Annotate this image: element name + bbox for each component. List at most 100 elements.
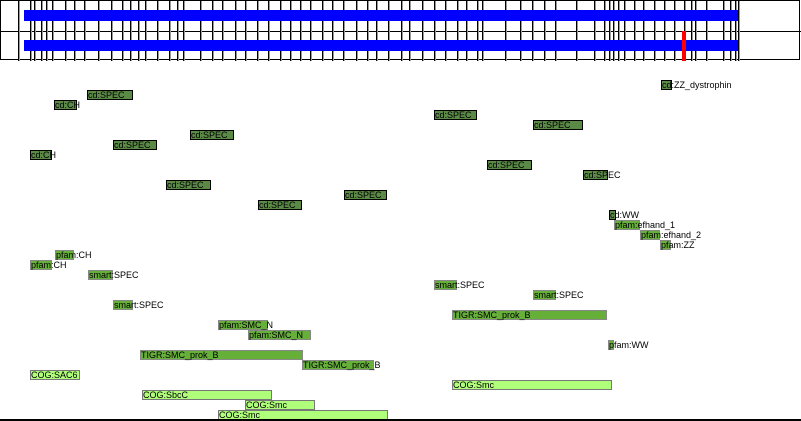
grid-line — [212, 1, 213, 61]
feature-label: COG:Smc — [453, 380, 495, 390]
domain-feature[interactable]: cd:SPEC — [190, 130, 234, 140]
feature-label: COG:Smc — [246, 400, 288, 410]
feature-label: cd:SPEC — [114, 140, 151, 150]
grid-line — [735, 1, 736, 61]
grid-line — [84, 1, 85, 61]
grid-line — [177, 1, 178, 61]
grid-line — [169, 1, 170, 61]
grid-line — [409, 1, 410, 61]
feature-label: pfam:efhand_2 — [641, 230, 702, 240]
feature-label: cd:SPEC — [488, 160, 525, 170]
feature-label: cd:SPEC — [584, 170, 621, 180]
grid-line — [654, 1, 655, 61]
domain-feature[interactable]: cd:SPEC — [344, 190, 387, 200]
grid-line — [290, 1, 291, 61]
domain-feature[interactable]: pfam:WW — [608, 340, 649, 350]
domain-feature[interactable]: smart:SPEC — [88, 270, 139, 280]
domain-feature[interactable]: pfam:SMC_N — [218, 320, 273, 330]
feature-label: COG:SbcC — [143, 390, 189, 400]
feature-label: pfam:CH — [56, 250, 92, 260]
domain-feature[interactable]: TIGR:SMC_prok_B — [302, 360, 381, 370]
domain-feature[interactable]: COG:Smc — [452, 380, 612, 390]
grid-line — [388, 1, 389, 61]
domain-feature[interactable]: pfam:CH — [55, 250, 92, 260]
domain-feature[interactable]: pfam:SMC_N — [248, 330, 311, 340]
grid-line — [268, 1, 269, 61]
grid-line — [280, 1, 281, 61]
domain-feature[interactable]: cd:CH — [54, 100, 81, 110]
domain-feature[interactable]: smart:SPEC — [113, 300, 164, 310]
domain-feature[interactable]: cd:WW — [609, 210, 639, 220]
grid-line — [65, 1, 66, 61]
domain-feature[interactable]: cd:SPEC — [113, 140, 157, 150]
grid-line — [401, 1, 402, 61]
protein-track-bar[interactable] — [24, 10, 738, 21]
feature-label: TIGR:SMC_prok_B — [453, 310, 531, 320]
domain-feature[interactable]: pfam:efhand_2 — [640, 230, 701, 240]
domain-feature[interactable]: COG:SAC6 — [30, 370, 80, 380]
grid-line — [695, 1, 696, 61]
grid-line — [332, 1, 333, 61]
domain-feature[interactable]: COG:SbcC — [142, 390, 272, 400]
grid-line — [730, 1, 731, 61]
mutation-track-bar[interactable] — [24, 40, 738, 51]
grid-line — [98, 1, 99, 61]
grid-line — [422, 1, 423, 61]
feature-label: smart:SPEC — [435, 280, 485, 290]
domain-feature[interactable]: smart:SPEC — [434, 280, 485, 290]
grid-line — [634, 1, 635, 61]
feature-label: pfam:WW — [609, 340, 649, 350]
domain-feature[interactable]: cd:SPEC — [487, 160, 532, 170]
domain-feature[interactable]: cd:SPEC — [533, 120, 583, 130]
feature-label: cd:SPEC — [345, 190, 382, 200]
grid-line — [183, 1, 184, 61]
position-marker[interactable] — [682, 31, 686, 61]
feature-label: cd:SPEC — [167, 180, 204, 190]
feature-label: pfam:ZZ — [661, 240, 695, 250]
grid-line — [52, 1, 53, 61]
grid-line — [706, 1, 707, 61]
grid-line — [300, 1, 301, 61]
domain-feature[interactable]: pfam:CH — [30, 260, 67, 270]
grid-line — [30, 1, 31, 61]
grid-line — [18, 1, 19, 61]
grid-line — [122, 1, 123, 61]
grid-line — [723, 1, 724, 61]
feature-label: cd:CH — [55, 100, 81, 110]
grid-line — [532, 1, 533, 61]
grid-line — [235, 1, 236, 61]
domain-feature[interactable]: cd:SPEC — [87, 90, 133, 100]
grid-line — [138, 1, 139, 61]
grid-line — [738, 1, 739, 61]
domain-feature[interactable]: smart:SPEC — [533, 290, 584, 300]
domain-feature[interactable]: cd:SPEC — [434, 110, 477, 120]
domain-feature[interactable]: cd:SPEC — [166, 180, 211, 190]
feature-label: smart:SPEC — [89, 270, 139, 280]
grid-line — [130, 1, 131, 61]
domain-feature[interactable]: cd:SPEC — [258, 200, 302, 210]
domain-feature[interactable]: TIGR:SMC_prok_B — [452, 310, 607, 320]
grid-line — [376, 1, 377, 61]
grid-line — [520, 1, 521, 61]
grid-line — [356, 1, 357, 61]
feature-label: cd:CH — [31, 150, 57, 160]
grid-line — [111, 1, 112, 61]
domain-feature[interactable]: TIGR:SMC_prok_B — [140, 350, 303, 360]
grid-line — [674, 1, 675, 61]
domain-feature[interactable]: cd:CH — [30, 150, 56, 160]
domain-feature[interactable]: cd:ZZ_dystrophin — [661, 80, 732, 90]
domain-feature[interactable]: pfam:ZZ — [660, 240, 695, 250]
domain-feature[interactable]: COG:Smc — [245, 400, 315, 410]
grid-line — [157, 1, 158, 61]
grid-line — [445, 1, 446, 61]
feature-label: pfam:SMC_N — [249, 330, 304, 340]
grid-line — [576, 1, 577, 61]
grid-line — [664, 1, 665, 61]
grid-line — [604, 1, 605, 61]
grid-line — [343, 1, 344, 61]
domain-feature[interactable]: pfam:efhand_1 — [614, 220, 675, 230]
domain-feature[interactable]: cd:SPEC — [583, 170, 621, 180]
grid-line — [613, 1, 614, 61]
grid-line — [609, 1, 610, 61]
feature-label: COG:SAC6 — [31, 370, 78, 380]
